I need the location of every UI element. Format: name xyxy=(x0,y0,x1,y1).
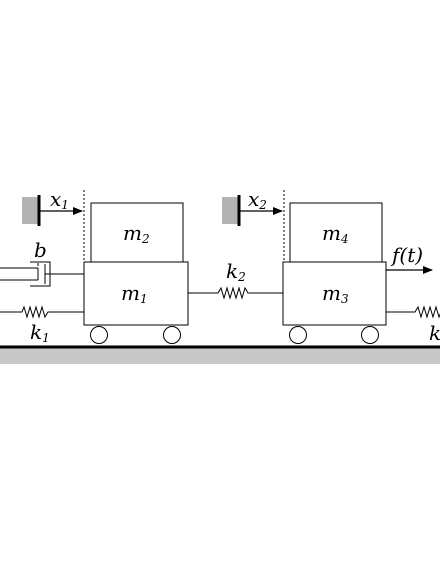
force-label: f(t) xyxy=(390,243,423,267)
mass-m3-box xyxy=(282,261,387,326)
cart-2-wheel-right xyxy=(361,326,379,344)
cart-1-wheel-left xyxy=(90,326,108,344)
x1-label: x1 xyxy=(50,187,69,212)
spring-k2-label: k2 xyxy=(226,259,246,284)
cart-1-wheel-right xyxy=(163,326,181,344)
spring-k3 xyxy=(386,305,440,319)
x2-label: x2 xyxy=(248,187,267,212)
mass-m4-label: m4 xyxy=(322,221,349,246)
spring-k2 xyxy=(188,286,283,300)
spring-k3-label: k xyxy=(429,321,440,345)
reference-wall-1 xyxy=(22,197,38,224)
mass-m1-box xyxy=(83,261,189,326)
cart-2-wheel-left xyxy=(289,326,307,344)
damper-b-label: b xyxy=(34,238,47,262)
mass-m3-label: m3 xyxy=(322,281,349,306)
mass-m1-label: m1 xyxy=(121,281,148,306)
spring-k1-label: k1 xyxy=(30,320,50,345)
reference-wall-2 xyxy=(222,197,238,224)
mass-m4-box xyxy=(289,202,383,263)
damper-b xyxy=(0,261,84,287)
mass-m2-label: m2 xyxy=(123,221,150,246)
ground-fill xyxy=(0,348,440,364)
spring-k1 xyxy=(0,305,84,319)
